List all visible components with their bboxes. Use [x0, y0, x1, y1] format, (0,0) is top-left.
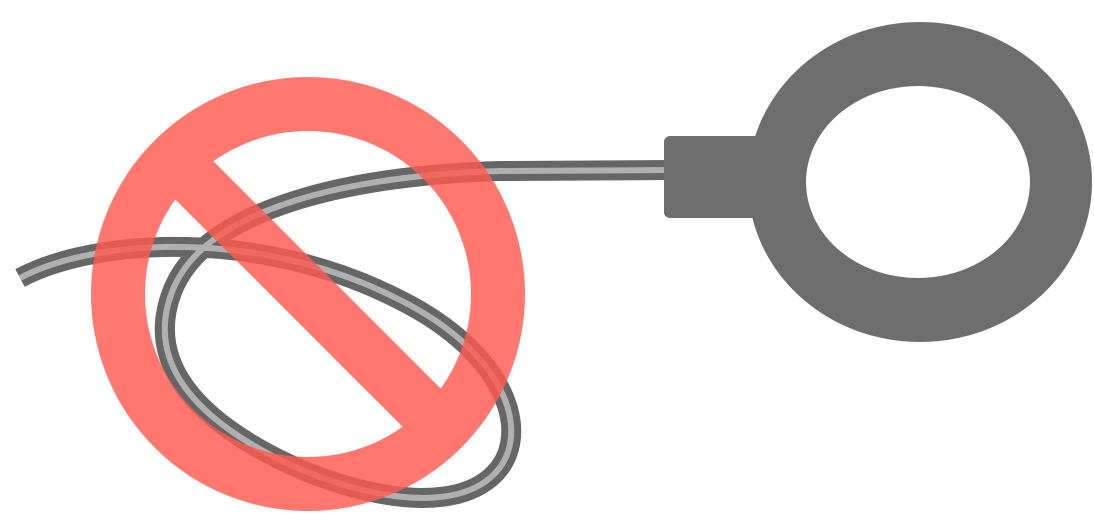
- clamp-probe-icon: [664, 22, 1092, 342]
- probe-ring: [748, 22, 1092, 342]
